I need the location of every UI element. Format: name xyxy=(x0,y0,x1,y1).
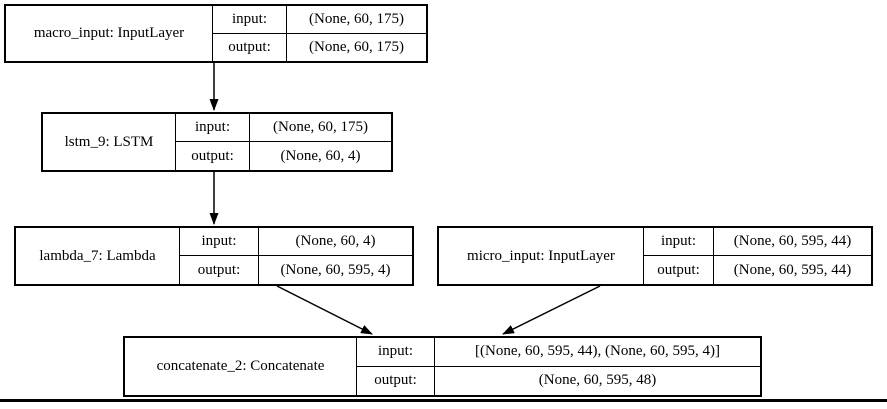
io-key-input: input: xyxy=(213,6,287,34)
io-key-output: output: xyxy=(357,366,435,395)
io-value-input-shape: (None, 60, 595, 44) xyxy=(714,228,871,256)
io-key-output: output: xyxy=(644,256,714,284)
edge-micro-input-to-concatenate-2 xyxy=(502,285,601,335)
node-label: macro_input: InputLayer xyxy=(6,6,213,61)
node-label: lstm_9: LSTM xyxy=(43,114,176,170)
node-macro-input: macro_input: InputLayer input: (None, 60… xyxy=(4,4,428,63)
io-value-output-shape: (None, 60, 595, 48) xyxy=(538,372,657,389)
io-key-input: input: xyxy=(357,338,435,367)
io-value-input-shape: [(None, 60, 595, 44), (None, 60, 595, 4)… xyxy=(435,338,760,367)
io-value-input-shape: (None, 60, 175) xyxy=(250,114,391,142)
io-value-output-shape: (None, 60, 595, 44) xyxy=(733,261,852,278)
io-value-output-shape: (None, 60, 175) xyxy=(309,38,404,55)
node-concatenate-2: concatenate_2: Concatenate input: [(None… xyxy=(123,336,762,397)
node-label: concatenate_2: Concatenate xyxy=(125,338,357,395)
io-key-input: input: xyxy=(644,228,714,256)
io-key-output: output: xyxy=(213,33,287,61)
io-key-output: output: xyxy=(180,256,259,284)
io-value-input-shape: (None, 60, 4) xyxy=(259,228,412,256)
io-key-input: input: xyxy=(180,228,259,256)
node-lambda-7: lambda_7: Lambda input: (None, 60, 4) ou… xyxy=(14,226,414,286)
bottom-divider-line xyxy=(0,399,887,402)
io-value-output-shape: (None, 60, 595, 4) xyxy=(280,261,391,278)
edge-lambda-7-to-concatenate-2 xyxy=(276,285,373,335)
io-value-input-shape: (None, 60, 175) xyxy=(287,6,426,34)
io-value-output-shape: (None, 60, 4) xyxy=(280,147,361,164)
io-key-output: output: xyxy=(176,142,250,170)
io-key-input: input: xyxy=(176,114,250,142)
node-micro-input: micro_input: InputLayer input: (None, 60… xyxy=(437,226,873,286)
node-lstm-9: lstm_9: LSTM input: (None, 60, 175) outp… xyxy=(41,112,393,172)
node-label: micro_input: InputLayer xyxy=(439,228,644,284)
node-label: lambda_7: Lambda xyxy=(16,228,180,284)
